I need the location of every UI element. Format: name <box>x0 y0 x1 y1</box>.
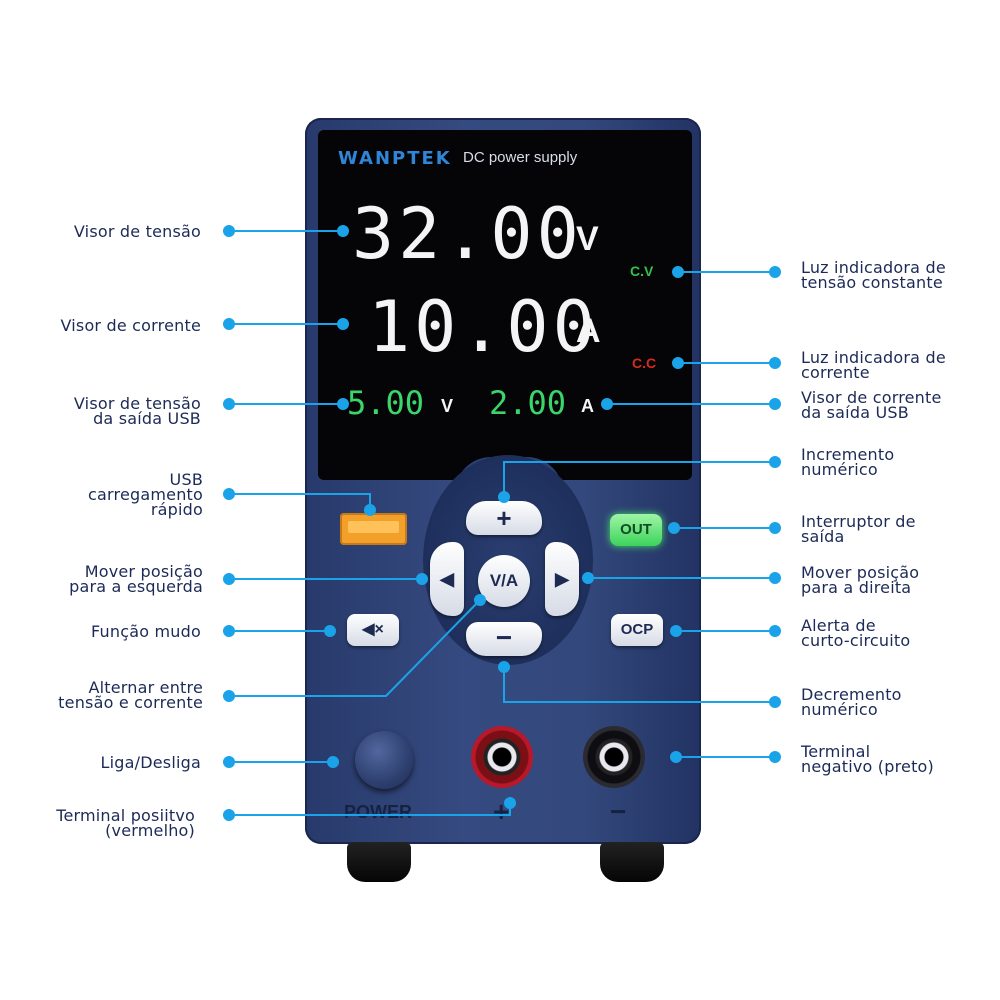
callout-usb-current-dot-1 <box>601 398 613 410</box>
current-unit: A <box>576 312 601 350</box>
ocp-button[interactable]: OCP <box>611 614 663 646</box>
callout-voltage-dot-1 <box>337 225 349 237</box>
callout-cc-dot-1 <box>672 357 684 369</box>
negative-terminal[interactable] <box>583 726 645 788</box>
callout-left-dot-1 <box>416 573 428 585</box>
usb-current-display: 2.00 <box>489 384 567 422</box>
callout-power-dot-1 <box>327 756 339 768</box>
callout-increment <box>503 461 775 497</box>
label-cv-indicator: Luz indicadora de tensão constante <box>801 258 946 292</box>
callout-decrement-dot-0 <box>769 696 781 708</box>
callout-decrement <box>503 667 775 703</box>
callout-usb-dot-0 <box>223 488 235 500</box>
callout-mute-dot-0 <box>223 625 235 637</box>
callout-va-dot-1 <box>474 594 486 606</box>
va-toggle-button[interactable]: V/A <box>478 555 530 607</box>
label-usb-voltage: Visor de tensão da saída USB <box>73 394 201 428</box>
callout-cc-dot-0 <box>769 357 781 369</box>
callout-cv-dot-0 <box>769 266 781 278</box>
cc-indicator: C.C <box>632 355 657 371</box>
callout-voltage-dot-0 <box>223 225 235 237</box>
label-va-toggle: Alternar entre tensão e corrente <box>58 678 203 712</box>
label-cc-indicator: Luz indicadora de corrente <box>801 348 946 382</box>
label-short-circuit: Alerta de curto-circuito <box>801 616 911 650</box>
usb-voltage-display: 5.00 <box>347 384 425 422</box>
callout-ocp-dot-0 <box>769 625 781 637</box>
callout-usb-voltage-dot-1 <box>337 398 349 410</box>
callout-current-dot-1 <box>337 318 349 330</box>
label-power: Liga/Desliga <box>100 753 201 772</box>
callout-right-dot-1 <box>582 572 594 584</box>
callout-usb-current-dot-0 <box>769 398 781 410</box>
callout-usb <box>229 493 371 510</box>
positive-terminal[interactable] <box>471 726 533 788</box>
label-voltage-display: Visor de tensão <box>73 222 201 241</box>
label-increment: Incremento numérico <box>801 445 895 479</box>
callout-left-dot-0 <box>223 573 235 585</box>
callout-negative-dot-1 <box>670 751 682 763</box>
callout-negative-dot-0 <box>769 751 781 763</box>
callout-increment-dot-0 <box>769 456 781 468</box>
output-switch-button[interactable]: OUT <box>610 514 662 546</box>
callout-decrement-dot-1 <box>498 661 510 673</box>
left-foot <box>347 842 411 882</box>
label-usb-current: Visor de corrente da saída USB <box>801 388 942 422</box>
move-right-button[interactable]: ▶ <box>545 542 579 616</box>
label-decrement: Decremento numérico <box>801 685 902 719</box>
callout-power-dot-0 <box>223 756 235 768</box>
usb-port-slot <box>348 521 399 533</box>
callout-right-dot-0 <box>769 572 781 584</box>
current-display: 10.00 <box>368 286 599 368</box>
callout-va-dot-0 <box>223 690 235 702</box>
callout-va <box>229 599 481 697</box>
label-mute: Função mudo <box>91 622 201 641</box>
callout-positive-dot-1 <box>504 797 516 809</box>
callout-out-dot-1 <box>668 522 680 534</box>
label-current-display: Visor de corrente <box>60 316 201 335</box>
power-button[interactable] <box>355 731 413 789</box>
label-move-right: Mover posição para a direita <box>801 563 920 597</box>
usb-voltage-unit: V <box>441 396 454 416</box>
callout-mute-dot-1 <box>324 625 336 637</box>
label-usb-charging: USB carregamento rápido <box>88 470 203 519</box>
right-foot <box>600 842 664 882</box>
label-positive-terminal: Terminal posiitvo (vermelho) <box>56 806 195 840</box>
callout-ocp-dot-1 <box>670 625 682 637</box>
move-left-button[interactable]: ◀ <box>430 542 464 616</box>
decrement-button[interactable]: − <box>466 622 542 656</box>
callout-usb-voltage-dot-0 <box>223 398 235 410</box>
usb-current-unit: A <box>581 396 594 416</box>
power-label: POWER <box>344 802 413 822</box>
voltage-display: 32.00 <box>352 193 583 275</box>
callout-positive <box>229 803 511 816</box>
display-screen <box>318 130 692 480</box>
cv-indicator: C.V <box>630 263 654 279</box>
increment-button[interactable]: + <box>466 501 542 535</box>
callout-positive-dot-0 <box>223 809 235 821</box>
callout-cv-dot-1 <box>672 266 684 278</box>
callout-out-dot-0 <box>769 522 781 534</box>
device-subtitle: DC power supply <box>463 149 578 166</box>
label-output-switch: Interruptor de saída <box>801 512 916 546</box>
negative-terminal-sign: − <box>610 796 627 827</box>
callout-increment-dot-1 <box>498 491 510 503</box>
brand-logo: WANPTEK <box>338 148 452 169</box>
callout-usb-dot-1 <box>364 504 376 516</box>
label-negative-terminal: Terminal negativo (preto) <box>801 742 934 776</box>
callout-current-dot-0 <box>223 318 235 330</box>
mute-button[interactable]: ◀× <box>347 614 399 646</box>
voltage-unit: V <box>576 220 599 258</box>
label-move-left: Mover posição para a esquerda <box>69 562 203 596</box>
